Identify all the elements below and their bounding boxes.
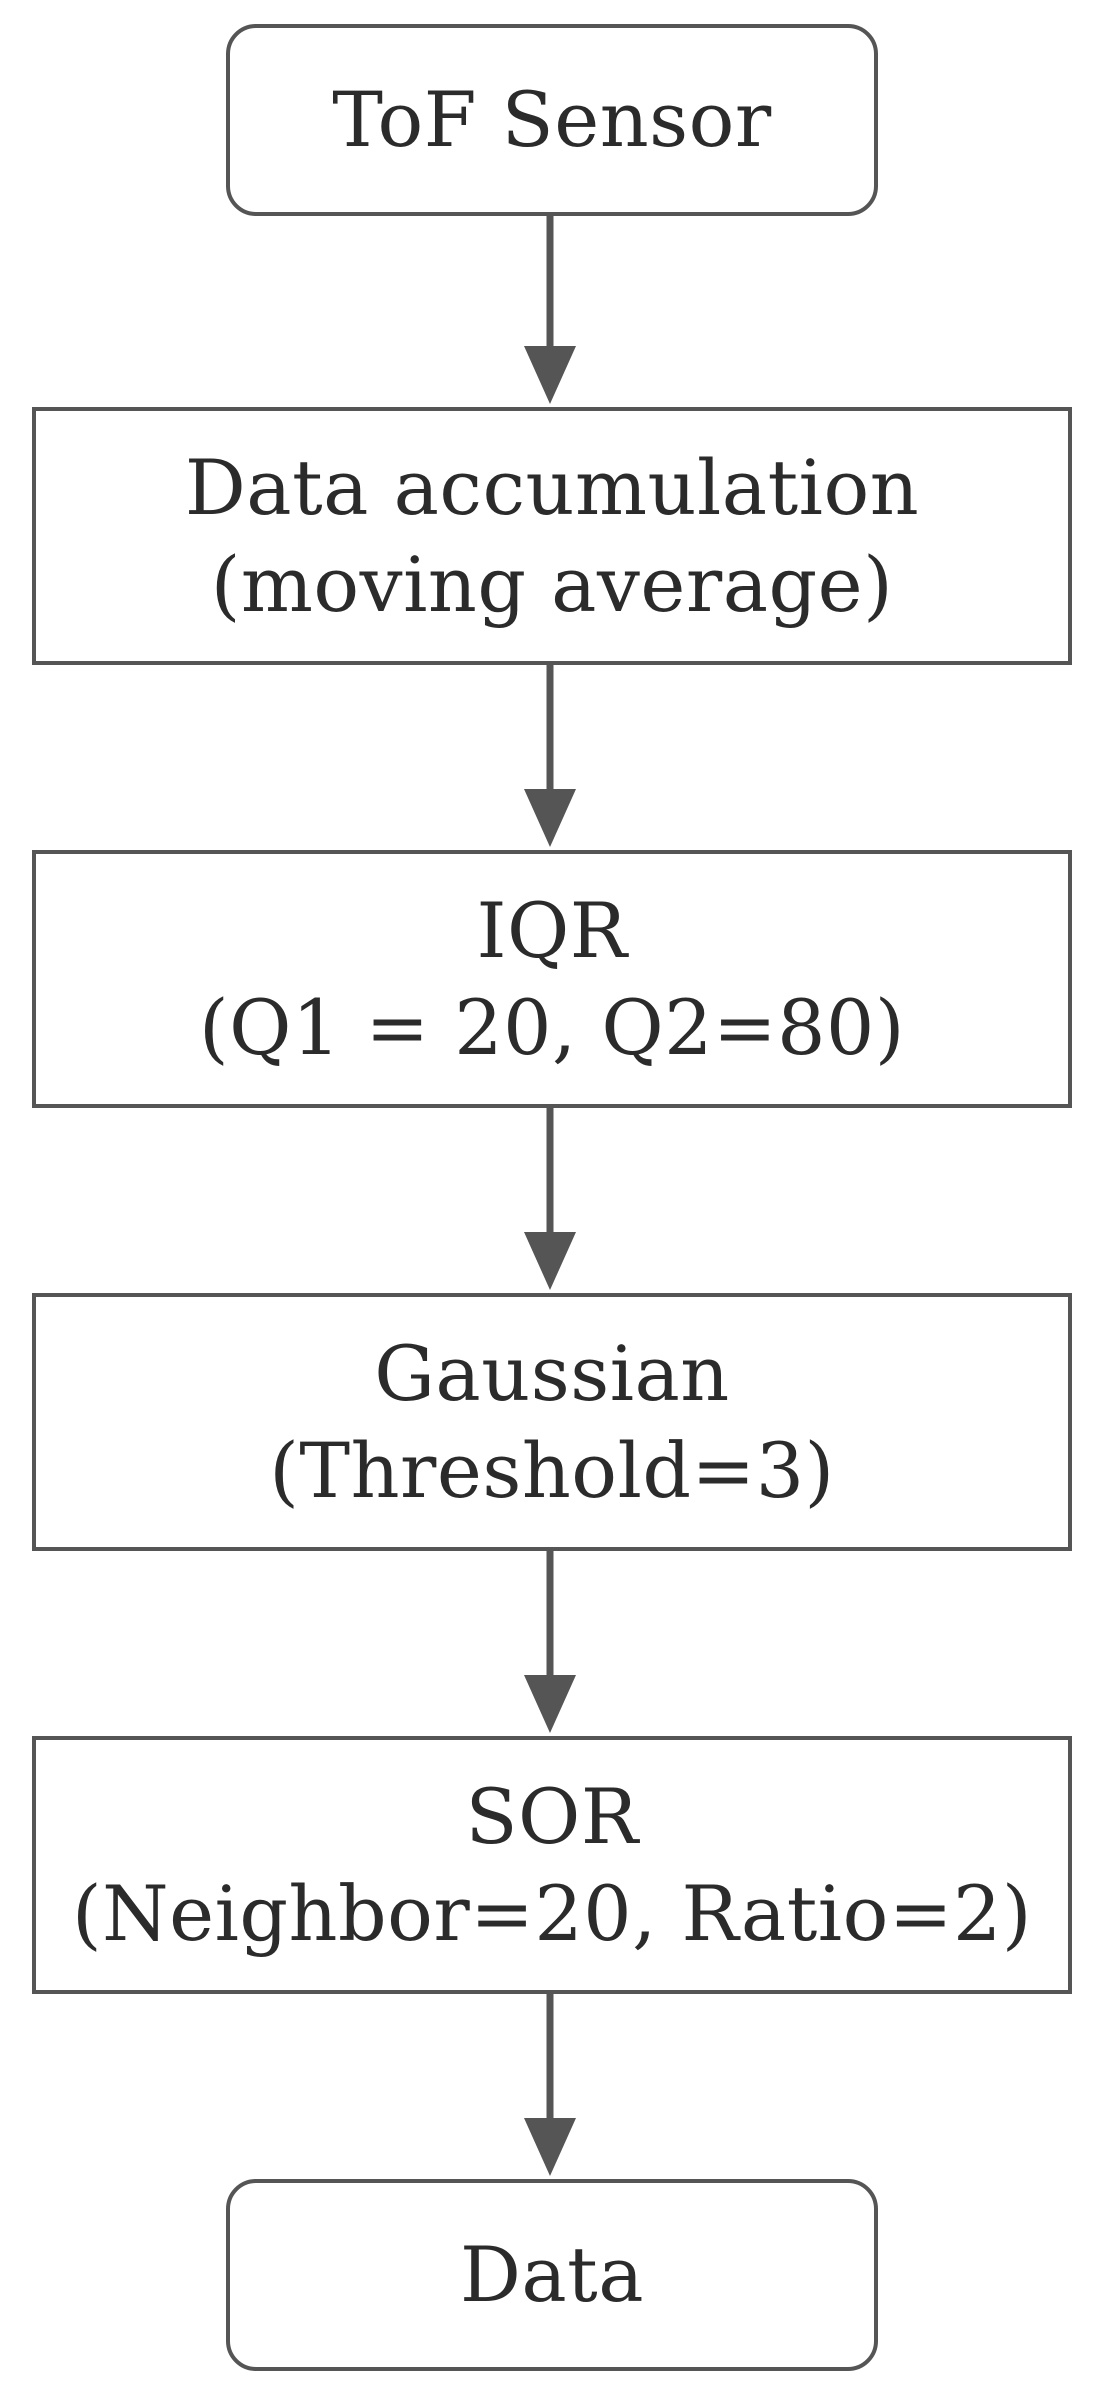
edge-gaussian-to-sor [524,1551,576,1733]
node-gaussian: Gaussian (Threshold=3) [32,1293,1072,1551]
node-sor-title: SOR [465,1771,639,1861]
arrow-head-icon [524,789,576,847]
node-data-accumulation-title: Data accumulation [184,442,920,532]
node-iqr-subtitle: (Q1 = 20, Q2=80) [198,983,906,1072]
node-data-accumulation: Data accumulation (moving average) [32,407,1072,665]
node-data-label: Data [459,2230,645,2320]
node-tof-sensor: ToF Sensor [226,24,878,216]
node-iqr-title: IQR [476,885,628,975]
edge-iqr-to-gaussian [524,1108,576,1290]
node-data: Data [226,2179,878,2371]
arrow-head-icon [524,346,576,404]
edge-tof-sensor-to-data-accumulation [524,216,576,404]
arrow-head-icon [524,1675,576,1733]
arrow-head-icon [524,1232,576,1290]
node-gaussian-title: Gaussian [374,1328,730,1418]
node-gaussian-subtitle: (Threshold=3) [269,1426,835,1515]
arrow-head-icon [524,2118,576,2176]
edge-data-accumulation-to-iqr [524,665,576,847]
node-data-accumulation-subtitle: (moving average) [210,540,894,629]
edge-sor-to-data [524,1994,576,2176]
node-sor: SOR (Neighbor=20, Ratio=2) [32,1736,1072,1994]
node-sor-subtitle: (Neighbor=20, Ratio=2) [71,1869,1033,1958]
node-iqr: IQR (Q1 = 20, Q2=80) [32,850,1072,1108]
node-tof-sensor-label: ToF Sensor [332,75,772,165]
